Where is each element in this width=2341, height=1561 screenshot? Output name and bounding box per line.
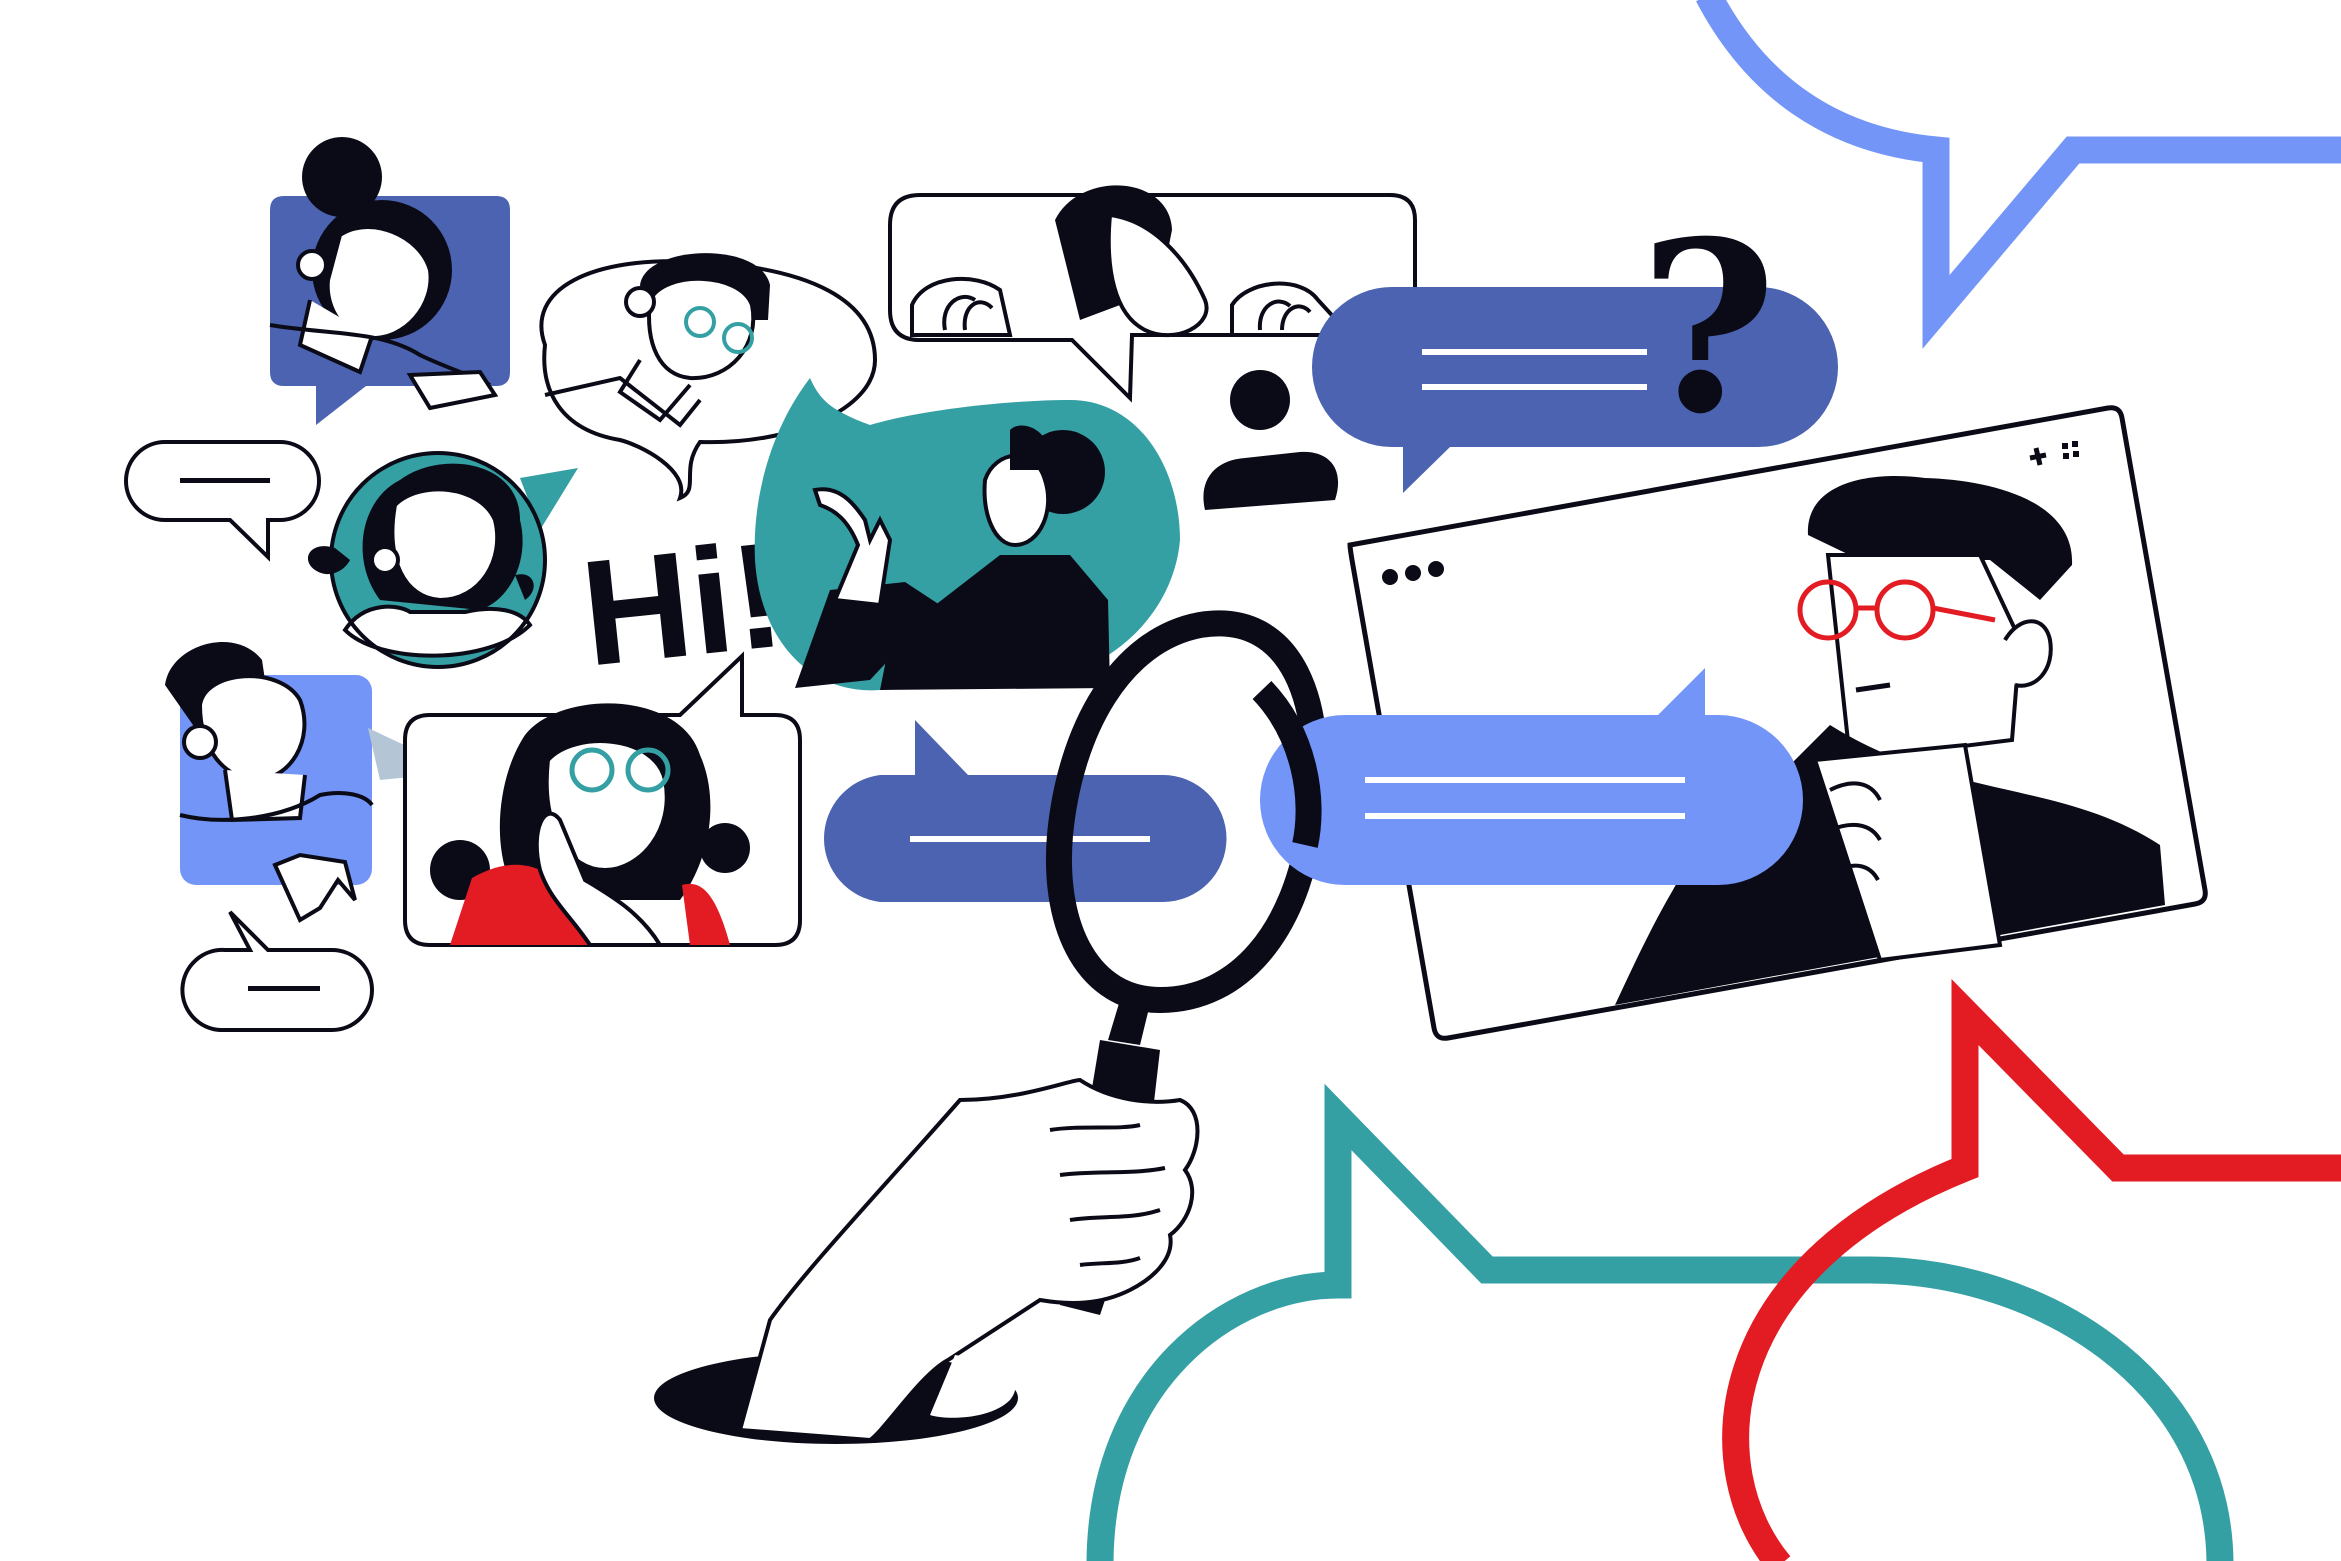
man-waving-blob bbox=[754, 378, 1180, 691]
woman-bun-hair-bun bbox=[302, 137, 382, 217]
big-red-outline-bubble bbox=[1722, 978, 2341, 1561]
window-controls-icon[interactable] bbox=[2029, 441, 2079, 466]
smiling-woman-circle bbox=[307, 451, 578, 669]
big-teal-outline-bubble bbox=[1086, 1083, 2234, 1561]
hi-greeting-text: Hi! bbox=[574, 510, 790, 698]
periwinkle-message-bubble bbox=[1260, 668, 1803, 885]
magnifier-ring-overlay bbox=[1252, 681, 1322, 848]
peeking-man-bubble bbox=[888, 185, 1417, 403]
user-icon bbox=[1203, 370, 1339, 510]
man-red-glasses bbox=[1615, 475, 2165, 1005]
hand-holding-magnifier bbox=[654, 1077, 1200, 1444]
small-outline-bubble-bottom bbox=[180, 910, 374, 1032]
smiling-man-square bbox=[165, 641, 462, 923]
small-outline-bubble-left bbox=[124, 440, 321, 562]
woman-bun-bubble bbox=[269, 137, 510, 425]
man-glasses-bubble bbox=[539, 253, 878, 502]
thinking-woman-bubble bbox=[403, 651, 802, 947]
big-blue-outline-bubble bbox=[1696, 0, 2341, 349]
indigo-message-bubble bbox=[823, 720, 1227, 902]
more-dots-icon[interactable] bbox=[1382, 561, 1444, 585]
question-bubble: ? bbox=[1312, 190, 1838, 493]
question-mark: ? bbox=[1639, 190, 1777, 466]
